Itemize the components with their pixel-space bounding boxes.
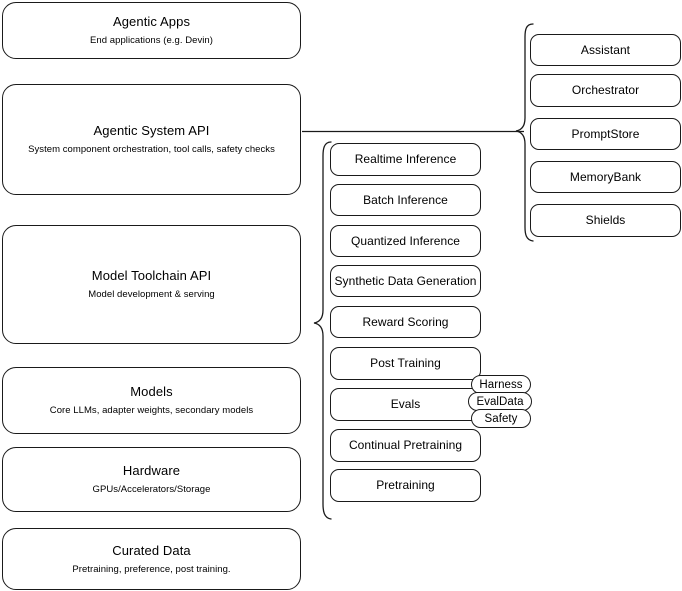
capability-label: Continual Pretraining <box>348 438 463 452</box>
capability-pretraining[interactable]: Pretraining <box>330 469 481 502</box>
evals-tag-label: Harness <box>479 378 523 391</box>
capability-batch-inference[interactable]: Batch Inference <box>330 184 481 216</box>
capability-label: Batch Inference <box>363 192 448 207</box>
capability-label: Reward Scoring <box>362 314 449 329</box>
layer-subtitle: End applications (e.g. Devin) <box>90 35 213 46</box>
layer-subtitle: System component orchestration, tool cal… <box>28 144 275 155</box>
capability-reward-scoring[interactable]: Reward Scoring <box>330 306 481 338</box>
layer-hardware[interactable]: Hardware GPUs/Accelerators/Storage <box>2 447 301 512</box>
layer-title: Agentic System API <box>93 123 210 138</box>
layer-agentic-system-api[interactable]: Agentic System API System component orch… <box>2 84 301 195</box>
capability-continual-pretraining[interactable]: Continual Pretraining <box>330 429 481 462</box>
capability-quantized-inference[interactable]: Quantized Inference <box>330 225 481 257</box>
capability-label: Realtime Inference <box>354 152 457 166</box>
component-label: Assistant <box>580 42 631 57</box>
layer-model-toolchain-api[interactable]: Model Toolchain API Model development & … <box>2 225 301 344</box>
evals-tag-evaldata[interactable]: EvalData <box>468 392 532 411</box>
component-orchestrator[interactable]: Orchestrator <box>530 74 681 107</box>
evals-tag-label: Safety <box>484 412 518 425</box>
capability-synthetic-data-generation[interactable]: Synthetic Data Generation <box>330 265 481 297</box>
component-label: Shields <box>585 213 626 227</box>
capability-label: Quantized Inference <box>350 233 461 248</box>
layer-title: Model Toolchain API <box>91 268 212 283</box>
capability-realtime-inference[interactable]: Realtime Inference <box>330 143 481 176</box>
component-label: MemoryBank <box>569 169 642 184</box>
component-assistant[interactable]: Assistant <box>530 34 681 66</box>
evals-tag-safety[interactable]: Safety <box>471 409 531 428</box>
layer-models[interactable]: Models Core LLMs, adapter weights, secon… <box>2 367 301 434</box>
brace-model-toolchain <box>312 140 334 522</box>
layer-title: Hardware <box>122 463 181 478</box>
layer-title: Models <box>130 384 173 399</box>
layer-curated-data[interactable]: Curated Data Pretraining, preference, po… <box>2 528 301 590</box>
capability-post-training[interactable]: Post Training <box>330 347 481 380</box>
layer-agentic-apps[interactable]: Agentic Apps End applications (e.g. Devi… <box>2 2 301 59</box>
component-shields[interactable]: Shields <box>530 204 681 237</box>
brace-agentic-system-components <box>514 22 536 244</box>
capability-label: Synthetic Data Generation <box>334 273 477 288</box>
layer-subtitle: Core LLMs, adapter weights, secondary mo… <box>49 405 254 416</box>
component-label: Orchestrator <box>571 83 640 97</box>
layer-subtitle: Model development & serving <box>88 289 215 300</box>
connector-agentic-system-to-components <box>302 124 524 140</box>
layer-title: Agentic Apps <box>112 14 191 29</box>
capability-label: Post Training <box>370 356 441 370</box>
component-label: PromptStore <box>571 126 640 141</box>
evals-tag-label: EvalData <box>476 395 524 408</box>
component-promptstore[interactable]: PromptStore <box>530 118 681 150</box>
layer-subtitle: Pretraining, preference, post training. <box>72 563 231 575</box>
component-memorybank[interactable]: MemoryBank <box>530 161 681 193</box>
capability-label: Pretraining <box>376 478 435 492</box>
layer-title: Curated Data <box>112 542 191 558</box>
layer-subtitle: GPUs/Accelerators/Storage <box>92 484 211 495</box>
capability-label: Evals <box>390 397 421 411</box>
capability-evals[interactable]: Evals <box>330 388 481 421</box>
